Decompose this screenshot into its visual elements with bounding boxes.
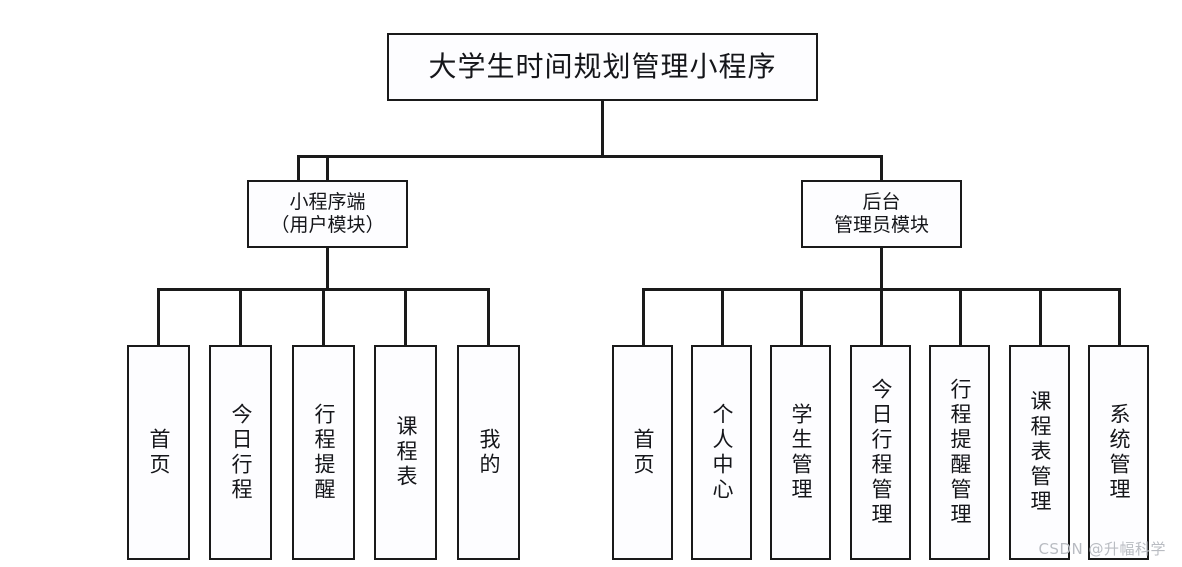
connector-left-child-drop-3 xyxy=(322,288,325,345)
connector-right-child-drop-3 xyxy=(800,288,803,345)
leaf-node-admin-home: 首页 xyxy=(612,345,673,560)
connector-root-stem xyxy=(601,101,604,157)
leaf-label-admin-personal-center: 个人中心 xyxy=(710,402,734,503)
leaf-label-client-today-schedule: 今日行程 xyxy=(229,402,253,503)
connector-level2-rail xyxy=(297,155,883,158)
connector-left-child-drop-1 xyxy=(157,288,160,345)
leaf-label-admin-student-management: 学生管理 xyxy=(789,402,813,503)
connector-drop-branch-left xyxy=(326,155,329,182)
connector-right-child-drop-4 xyxy=(880,288,883,345)
connector-left-branch-stem xyxy=(326,248,329,290)
root-node-label: 大学生时间规划管理小程序 xyxy=(428,49,777,83)
connector-rail-end-right xyxy=(880,155,883,182)
leaf-node-admin-today-schedule-management: 今日行程管理 xyxy=(850,345,911,560)
leaf-node-admin-system-management: 系统管理 xyxy=(1088,345,1149,560)
connector-right-child-drop-5 xyxy=(959,288,962,345)
connector-rail-end-left xyxy=(297,155,300,182)
branch-left-label-line2: （用户模块） xyxy=(270,214,385,236)
connector-left-child-drop-5 xyxy=(487,288,490,345)
leaf-node-admin-student-management: 学生管理 xyxy=(770,345,831,560)
leaf-node-admin-personal-center: 个人中心 xyxy=(691,345,752,560)
leaf-node-client-home: 首页 xyxy=(127,345,190,560)
leaf-label-admin-today-schedule-management: 今日行程管理 xyxy=(869,377,893,528)
leaf-label-client-schedule-reminder: 行程提醒 xyxy=(312,402,336,503)
connector-left-child-drop-2 xyxy=(239,288,242,345)
connector-right-child-drop-1 xyxy=(642,288,645,345)
csdn-watermark: CSDN @升幅科学 xyxy=(1038,540,1166,558)
branch-right-label-line1: 后台 xyxy=(862,190,901,213)
branch-right-label-line2: 管理员模块 xyxy=(833,214,929,236)
branch-left-label-line1: 小程序端 xyxy=(289,190,366,213)
branch-node-backend-admin: 后台 管理员模块 xyxy=(801,180,962,248)
connector-right-child-drop-6 xyxy=(1039,288,1042,345)
leaf-node-client-mine: 我的 xyxy=(457,345,520,560)
connector-right-child-drop-7 xyxy=(1118,288,1121,345)
leaf-label-admin-reminder-management: 行程提醒管理 xyxy=(948,377,972,528)
leaf-node-admin-reminder-management: 行程提醒管理 xyxy=(929,345,990,560)
connector-right-child-drop-2 xyxy=(721,288,724,345)
leaf-label-client-mine: 我的 xyxy=(477,427,501,478)
leaf-node-client-timetable: 课程表 xyxy=(374,345,437,560)
leaf-label-admin-timetable-management: 课程表管理 xyxy=(1028,390,1052,515)
leaf-node-admin-timetable-management: 课程表管理 xyxy=(1009,345,1070,560)
connector-right-branch-stem xyxy=(880,248,883,290)
leaf-label-admin-system-management: 系统管理 xyxy=(1107,402,1131,503)
root-node-system-title: 大学生时间规划管理小程序 xyxy=(387,33,818,101)
branch-node-miniprogram-client: 小程序端 （用户模块） xyxy=(247,180,408,248)
leaf-label-client-timetable: 课程表 xyxy=(394,415,418,490)
leaf-label-admin-home: 首页 xyxy=(631,427,655,478)
connector-left-child-drop-4 xyxy=(404,288,407,345)
leaf-node-client-today-schedule: 今日行程 xyxy=(209,345,272,560)
leaf-node-client-schedule-reminder: 行程提醒 xyxy=(292,345,355,560)
leaf-label-client-home: 首页 xyxy=(147,427,171,478)
